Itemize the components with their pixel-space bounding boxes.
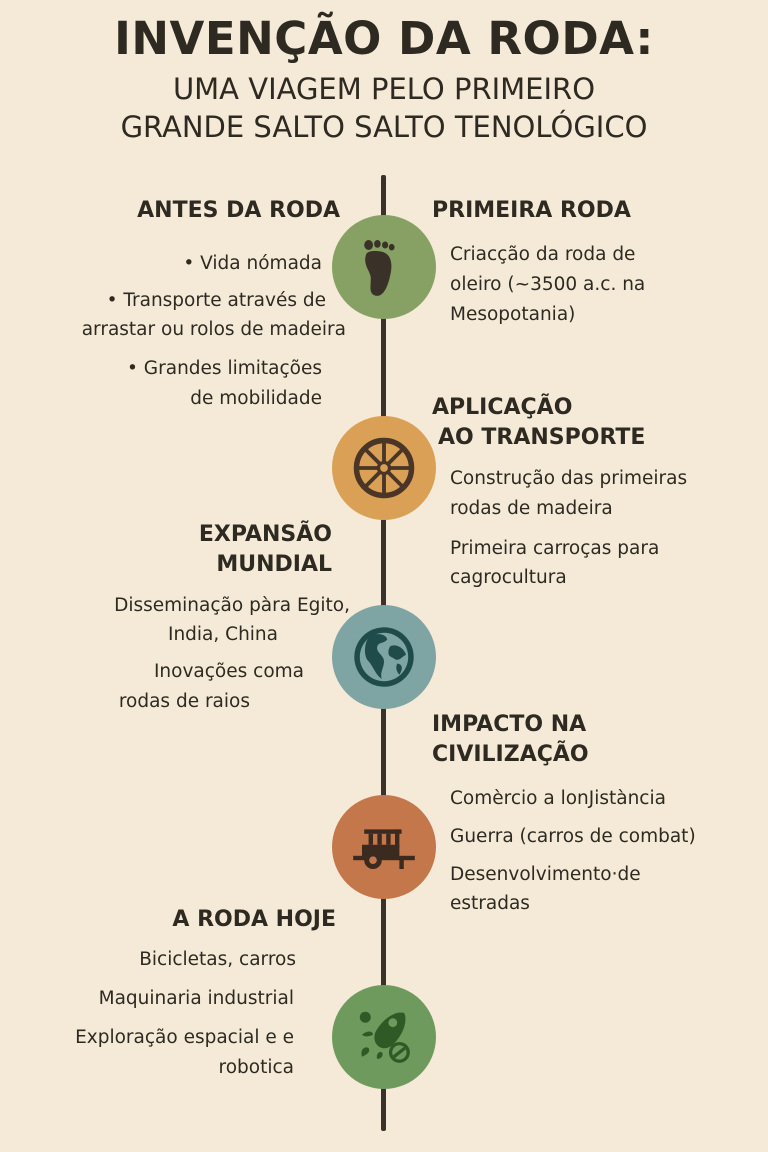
section-heading: PRIMEIRA RODA bbox=[432, 198, 631, 223]
page-title: INVENÇÃO DA RODA: bbox=[114, 12, 654, 65]
description-line: Maquinaria industrial bbox=[98, 988, 294, 1009]
timeline-node-expansao bbox=[332, 605, 436, 709]
description-line: robotica bbox=[218, 1057, 294, 1078]
timeline-node-impacto bbox=[332, 795, 436, 899]
description-line: rodas de raios bbox=[118, 691, 250, 712]
timeline-node-aplicacao bbox=[332, 416, 436, 520]
section-heading: IMPACTO NA bbox=[432, 712, 587, 737]
section-heading: AO TRANSPORTE bbox=[438, 425, 646, 450]
description-line: Inovações coma bbox=[153, 661, 304, 682]
wheel-icon bbox=[353, 437, 415, 499]
description-line: India, China bbox=[167, 624, 278, 645]
cart-icon bbox=[353, 829, 415, 869]
bullet-item: • Transporte através de bbox=[106, 290, 326, 311]
description-line: Disseminação pàra Egito, bbox=[114, 595, 350, 616]
description-line: Bicicletas, carros bbox=[139, 949, 296, 970]
bullet-item: • Vida nómada bbox=[183, 253, 322, 274]
description-line: rodas de madeira bbox=[450, 498, 613, 519]
description-line: Guerra (carros de combat) bbox=[450, 826, 696, 847]
description-line: Construção das primeiras bbox=[450, 468, 688, 489]
description-line: Exploração espacial e e bbox=[75, 1027, 294, 1048]
description-line: Primeira carroças para bbox=[450, 538, 660, 559]
timeline-node-roda-hoje bbox=[332, 985, 436, 1089]
section-heading: MUNDIAL bbox=[216, 552, 332, 577]
description-line: estradas bbox=[450, 893, 530, 914]
subtitle-line-2: GRANDE SALTO SALTO TENOLÓGICO bbox=[120, 110, 648, 144]
section-heading: EXPANSÃO bbox=[198, 522, 332, 547]
bullet-item: de mobilidade bbox=[190, 388, 322, 409]
section-heading: APLICAÇÃO bbox=[432, 395, 573, 420]
description-line: Desenvolvimento·de bbox=[450, 864, 641, 885]
section-heading: CIVILIZAÇÃO bbox=[432, 742, 589, 767]
description-line: Mesopotania) bbox=[450, 304, 576, 325]
footprint-icon bbox=[364, 240, 395, 296]
bullet-item: • Grandes limitações bbox=[127, 358, 322, 379]
bullet-item: arrastar ou rolos de madeira bbox=[81, 319, 346, 340]
subtitle-line-1: UMA VIAGEM PELO PRIMEIRO bbox=[172, 72, 596, 106]
description-line: Criacção da roda de bbox=[450, 244, 636, 265]
section-heading: ANTES DA RODA bbox=[137, 198, 340, 223]
rocket-icon bbox=[359, 1011, 410, 1063]
description-line: oleiro (~3500 a.c. na bbox=[450, 274, 646, 295]
description-line: cagrocultura bbox=[450, 567, 567, 588]
globe-icon bbox=[354, 627, 414, 687]
section-heading: A RODA HOJE bbox=[172, 907, 336, 932]
timeline-node-primeira-roda bbox=[332, 215, 436, 319]
description-line: Comèrcio a lonJistància bbox=[450, 788, 666, 809]
